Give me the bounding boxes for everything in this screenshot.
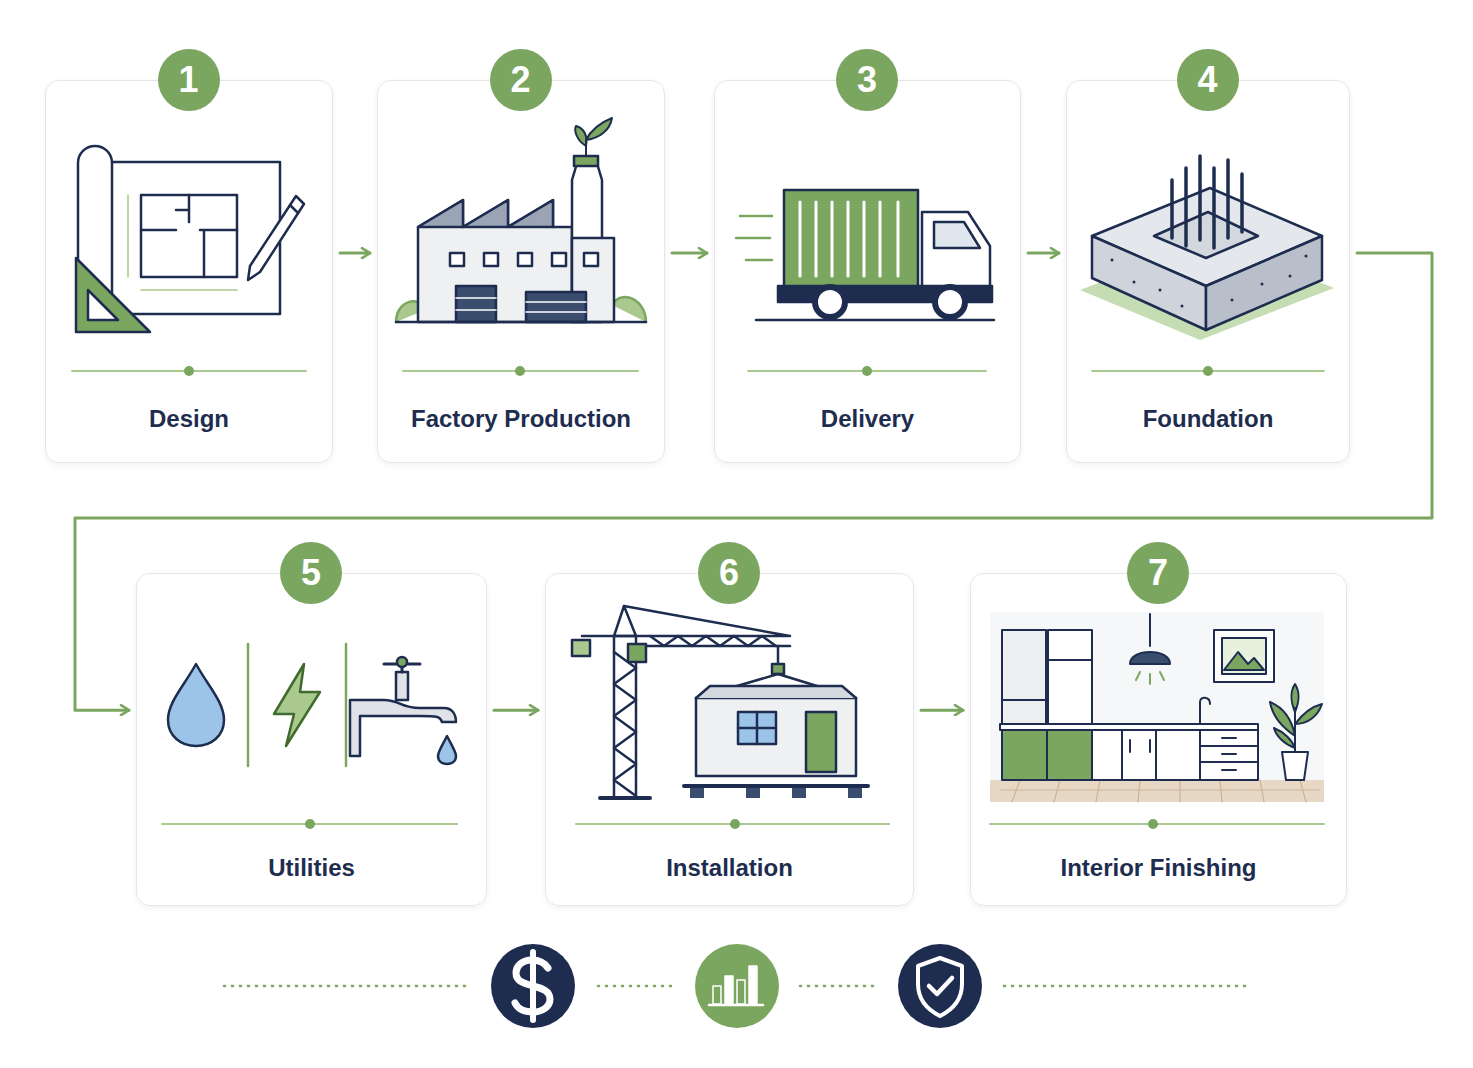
foundation-icon [1080,156,1334,340]
step-card: Factory Production2 [377,80,665,463]
blueprint-icon [76,146,304,332]
step-label: Design [46,403,332,435]
step-card: Delivery3 [714,80,1021,463]
callout-number: 3 [857,62,877,98]
step-number-badge: 2 [490,49,552,111]
step-card: Utilities5 [136,573,487,906]
step-number-badge: 6 [698,542,760,604]
callout-number: 1 [178,62,198,98]
cost-icon [491,944,575,1028]
flow-arrow [1028,252,1059,255]
flow-arrow [672,252,707,255]
callout-number: 7 [1148,555,1168,591]
step-number-badge: 5 [280,542,342,604]
step-card: Design1 [45,80,333,463]
step-label: Interior Finishing [971,852,1346,884]
step-label: Installation [546,852,913,884]
callout-number: 6 [719,555,739,591]
step-number-badge: 3 [836,49,898,111]
flow-arrow [921,709,963,712]
kitchen-icon [990,612,1324,802]
factory-icon [396,118,646,322]
step-number-badge: 7 [1127,542,1189,604]
crane-icon [572,606,868,798]
step-label: Factory Production [378,403,664,435]
step-card: Interior Finishing7 [970,573,1347,906]
step-label: Foundation [1067,403,1349,435]
step-card: Installation6 [545,573,914,906]
quality-icon [898,944,982,1028]
truck-icon [736,190,994,320]
flow-arrow [340,252,370,255]
step-card: Foundation4 [1066,80,1350,463]
callout-number: 4 [1197,62,1217,98]
step-number-badge: 1 [158,49,220,111]
card-dividers [72,371,1324,824]
callout-number: 2 [510,62,530,98]
step-label: Delivery [715,403,1020,435]
efficiency-icon [695,944,779,1028]
flow-arrow [494,709,538,712]
divider-dots [184,366,1213,829]
step-number-badge: 4 [1177,49,1239,111]
utilities-icon [168,644,456,766]
step-label: Utilities [137,852,486,884]
callout-number: 5 [301,555,321,591]
